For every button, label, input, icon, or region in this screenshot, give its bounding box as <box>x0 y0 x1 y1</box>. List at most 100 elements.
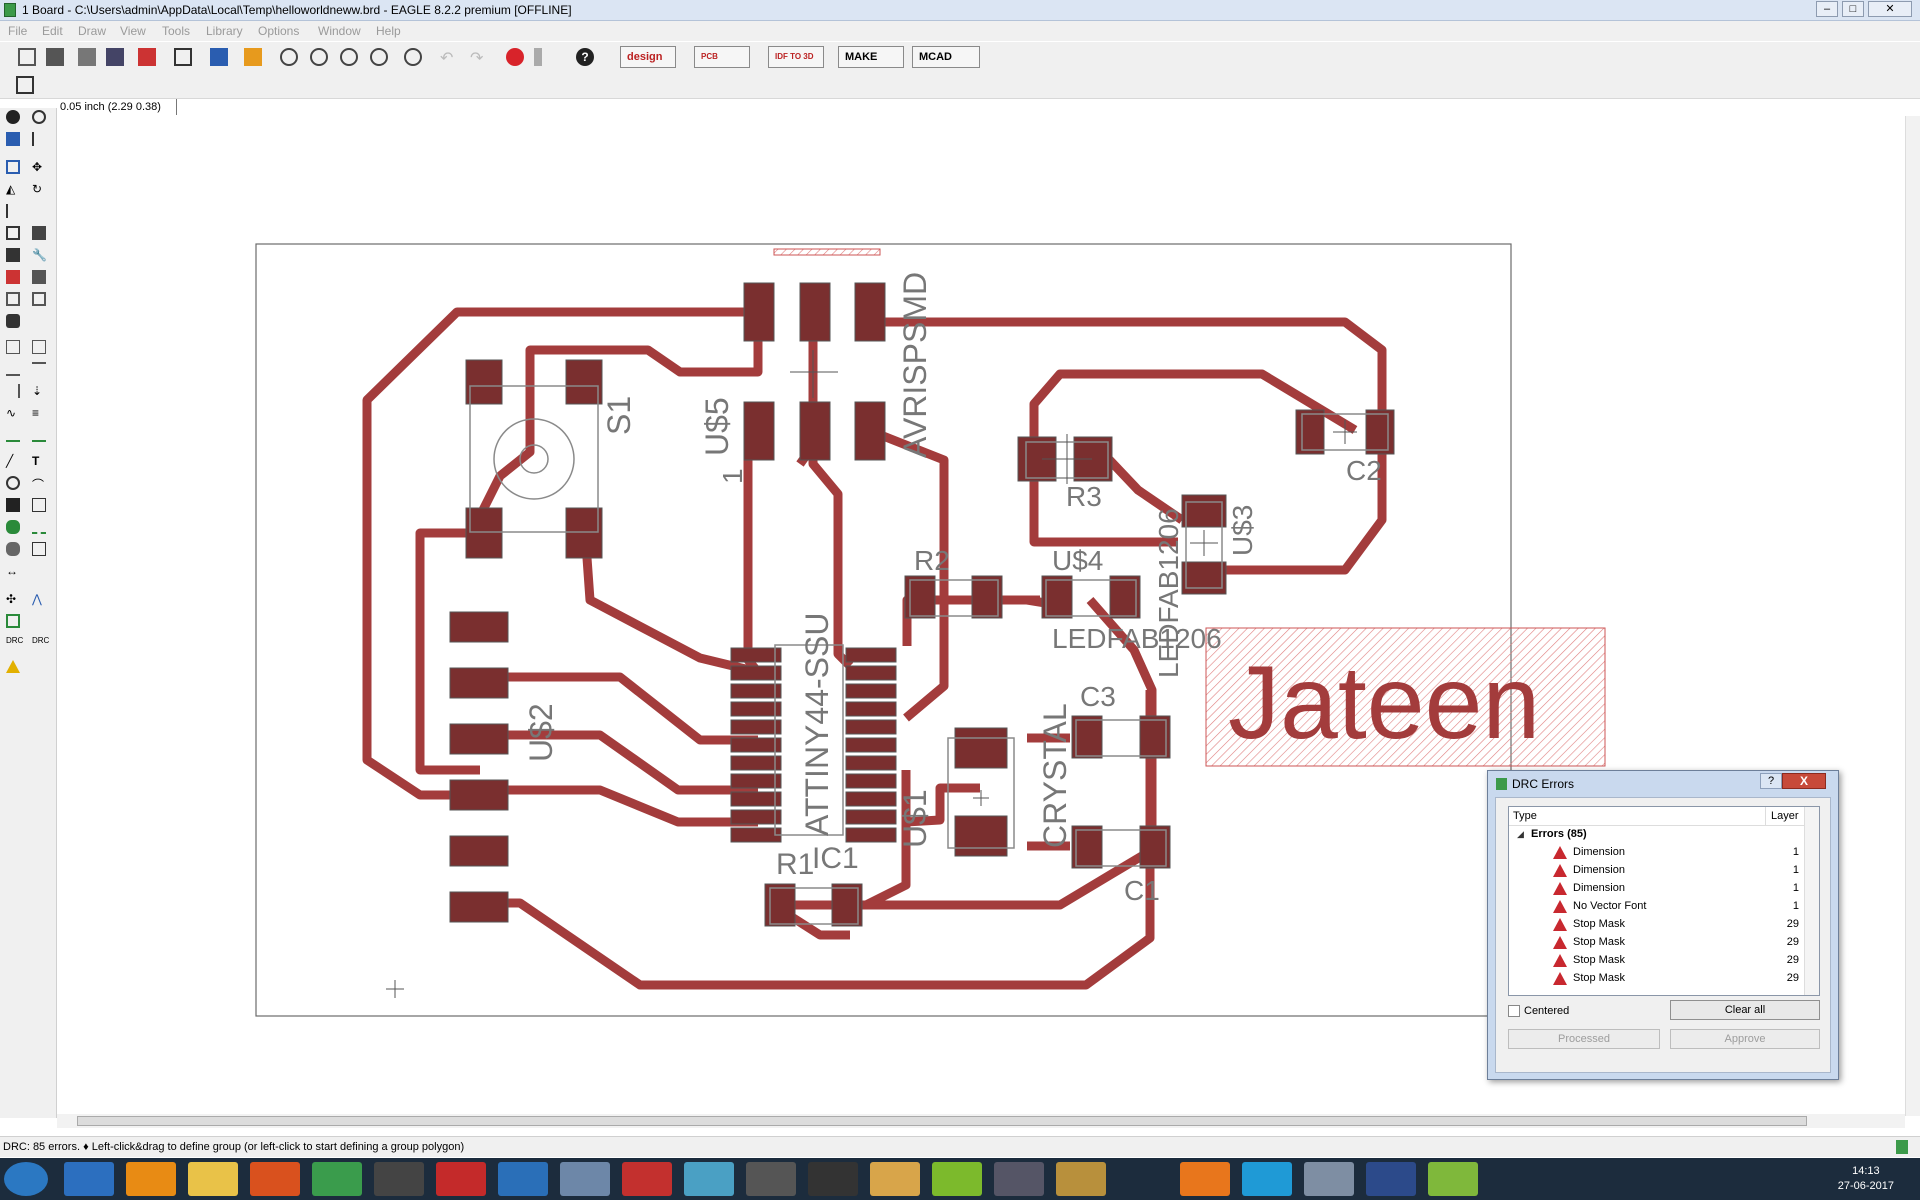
attribute-icon[interactable] <box>32 542 46 556</box>
group-select-icon[interactable] <box>6 160 20 174</box>
text-icon[interactable]: T <box>32 454 40 468</box>
name-icon[interactable] <box>6 340 20 354</box>
processed-button[interactable]: Processed <box>1508 1029 1660 1049</box>
go-icon[interactable] <box>534 48 542 66</box>
cam-icon[interactable] <box>106 48 124 66</box>
drc-check-icon[interactable]: DRC <box>32 636 50 645</box>
info-icon[interactable] <box>6 110 20 124</box>
route-icon[interactable] <box>6 428 20 442</box>
via-icon[interactable] <box>6 520 20 534</box>
minimize-button[interactable]: – <box>1816 1 1838 17</box>
split-wire-icon[interactable] <box>6 384 20 398</box>
firefox-icon[interactable] <box>250 1162 300 1196</box>
pcb-quote-button[interactable]: PCB QUOTE <box>694 46 750 81</box>
signal-icon[interactable] <box>32 520 46 534</box>
make-button[interactable]: MAKE <box>838 46 904 68</box>
move-icon[interactable]: ✥ <box>32 160 43 174</box>
stop-command-icon[interactable] <box>1896 1140 1908 1154</box>
board-canvas[interactable]: Jateen <box>57 116 1905 1116</box>
grid-icon[interactable] <box>16 76 34 94</box>
horizontal-scroll-thumb[interactable] <box>77 1116 1807 1126</box>
chrome-icon[interactable] <box>312 1162 362 1196</box>
inkscape-icon[interactable] <box>374 1162 424 1196</box>
column-type[interactable]: Type <box>1513 810 1537 822</box>
zoom-fit-icon[interactable] <box>280 48 298 66</box>
replace-icon[interactable] <box>32 270 46 284</box>
approve-button[interactable]: Approve <box>1670 1029 1820 1049</box>
board-icon[interactable] <box>174 48 192 66</box>
error-list-scrollbar[interactable] <box>1804 807 1819 995</box>
errors-group[interactable]: ◢ Errors (85) <box>1509 825 1805 843</box>
delete-icon[interactable] <box>6 248 20 262</box>
collapse-arrow-icon[interactable]: ◢ <box>1517 829 1524 839</box>
design-link-button[interactable]: design link <box>620 46 676 83</box>
ripup-icon[interactable] <box>32 428 46 442</box>
system-clock[interactable]: 14:13 27-06-2017 <box>1838 1164 1894 1194</box>
mark-icon[interactable] <box>32 132 46 146</box>
zoom-redraw-icon[interactable] <box>370 48 388 66</box>
clear-all-button[interactable]: Clear all <box>1670 1000 1820 1020</box>
dimension-icon[interactable]: ↔ <box>6 564 18 578</box>
undo-icon[interactable]: ↶ <box>440 50 454 67</box>
mirror-icon[interactable]: ◭ <box>6 182 16 196</box>
diff-pair-icon[interactable]: ≡ <box>32 406 40 420</box>
ulp-icon[interactable] <box>210 48 228 66</box>
menu-view[interactable]: View <box>120 24 146 38</box>
save-icon[interactable] <box>46 48 64 66</box>
sketchup-icon[interactable] <box>436 1162 486 1196</box>
paste-icon[interactable] <box>32 226 46 240</box>
start-button-icon[interactable] <box>4 1162 48 1196</box>
menu-help[interactable]: Help <box>376 24 401 38</box>
rotate-icon[interactable]: ↻ <box>32 182 43 196</box>
open-icon[interactable] <box>18 48 36 66</box>
rect-icon[interactable] <box>6 498 20 512</box>
errors-warning-icon[interactable] <box>6 660 20 673</box>
optimize-icon[interactable]: ⇣ <box>32 384 43 398</box>
horizontal-scrollbar[interactable] <box>57 1114 1905 1128</box>
value-icon[interactable] <box>32 340 46 354</box>
polygon-icon[interactable] <box>32 498 46 512</box>
menu-options[interactable]: Options <box>258 24 300 38</box>
zoom-in-icon[interactable] <box>310 48 328 66</box>
drc-icon[interactable]: DRC <box>6 636 24 645</box>
centered-checkbox[interactable] <box>1508 1005 1520 1017</box>
smash-icon[interactable] <box>6 362 20 376</box>
stop-icon[interactable] <box>506 48 524 66</box>
acrobat-icon[interactable] <box>622 1162 672 1196</box>
close-button[interactable]: X <box>1782 773 1826 789</box>
column-layer[interactable]: Layer <box>1771 810 1799 822</box>
settings-app-icon[interactable] <box>498 1162 548 1196</box>
image-app-icon[interactable] <box>1366 1162 1416 1196</box>
help-button[interactable]: ? <box>1760 773 1782 789</box>
align-icon[interactable] <box>6 204 20 218</box>
split-icon[interactable] <box>6 292 20 306</box>
screenshot-app-icon[interactable] <box>746 1162 796 1196</box>
c-app-icon[interactable] <box>1242 1162 1292 1196</box>
hole-icon[interactable] <box>6 542 20 556</box>
menu-tools[interactable]: Tools <box>162 24 191 38</box>
archive-app-icon[interactable] <box>870 1162 920 1196</box>
media-player-icon[interactable] <box>126 1162 176 1196</box>
lock-icon[interactable] <box>6 314 20 328</box>
zoom-select-icon[interactable] <box>404 48 422 66</box>
redo-icon[interactable]: ↷ <box>470 50 484 67</box>
help-icon[interactable]: ? <box>576 48 594 66</box>
circle-icon[interactable] <box>6 476 20 490</box>
arc-icon[interactable]: ⌒ <box>32 478 45 492</box>
notepad-app-icon[interactable] <box>1428 1162 1478 1196</box>
show-icon[interactable] <box>32 110 46 124</box>
vertical-scrollbar[interactable] <box>1905 116 1920 1116</box>
tools-app-icon[interactable] <box>1056 1162 1106 1196</box>
miter-icon[interactable] <box>32 362 46 376</box>
menu-library[interactable]: Library <box>206 24 243 38</box>
join-icon[interactable] <box>32 292 46 306</box>
layer-icon[interactable] <box>6 132 20 146</box>
wrench-icon[interactable]: 🔧 <box>32 248 47 262</box>
